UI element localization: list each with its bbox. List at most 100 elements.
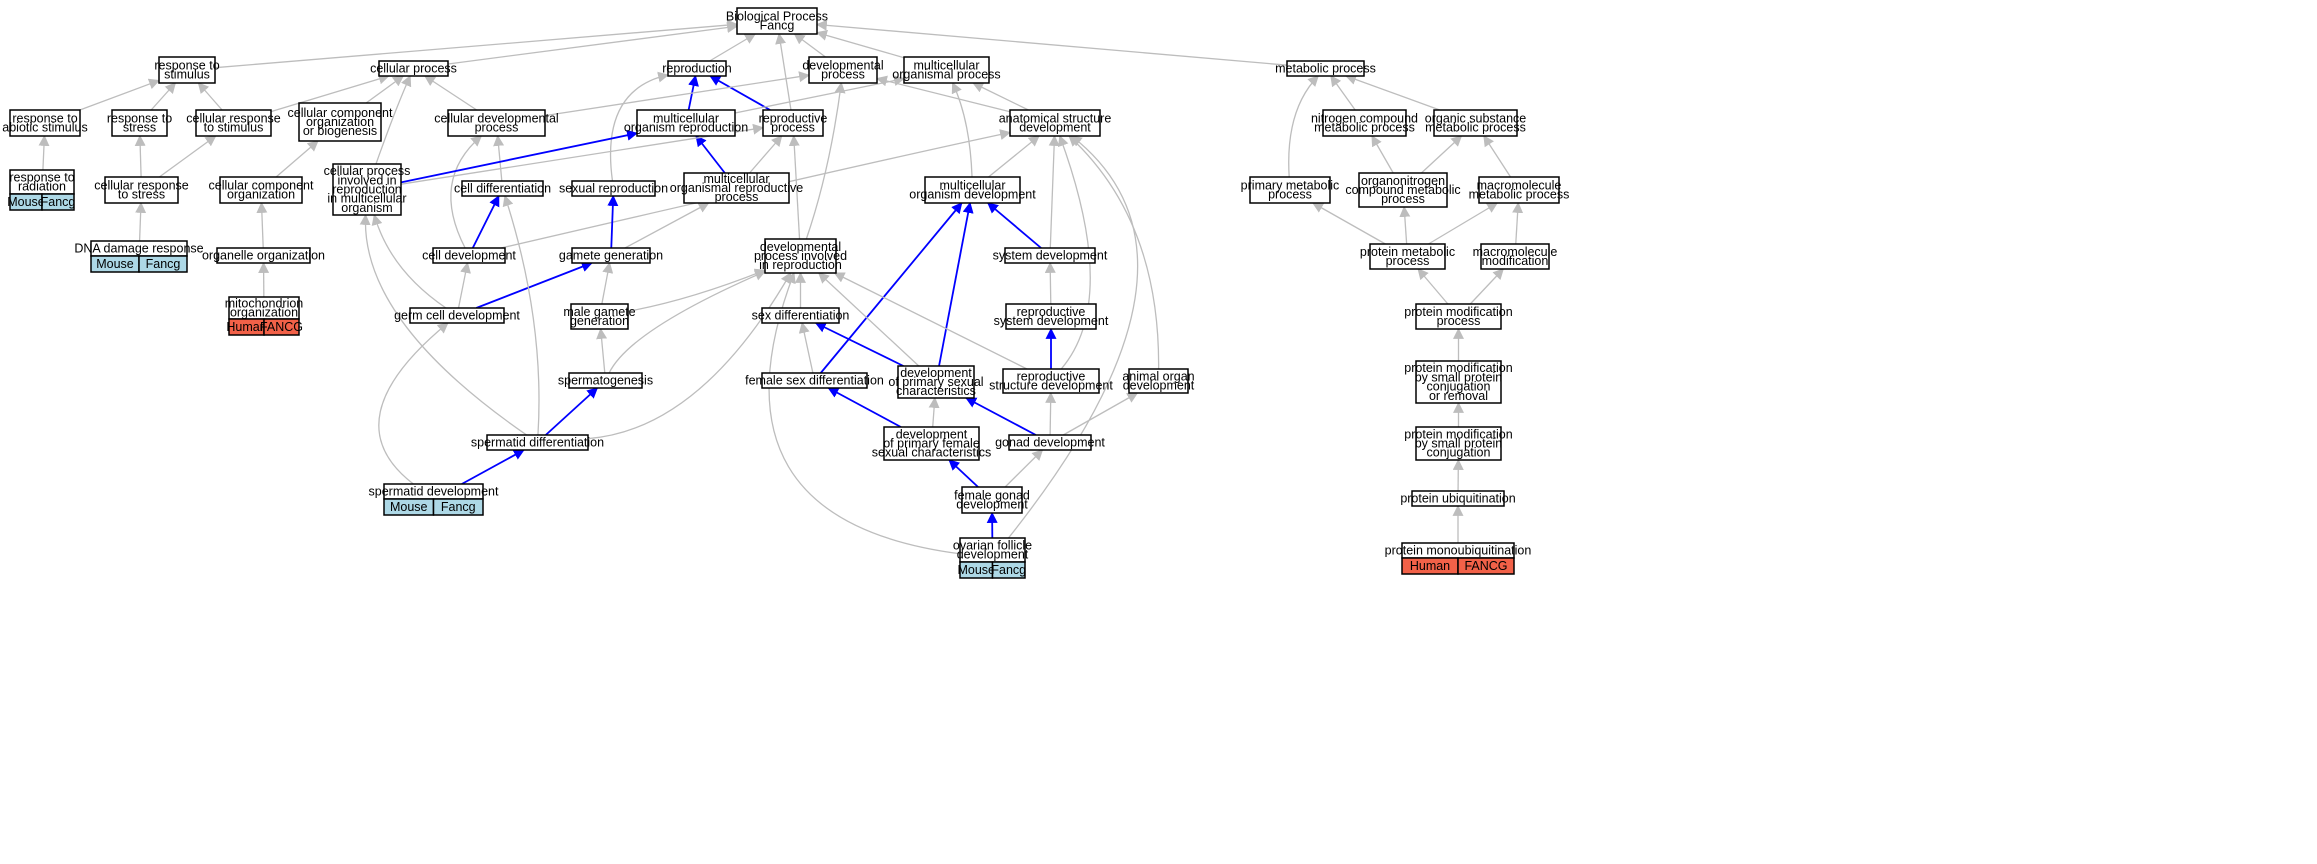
- gene-badge: [41, 193, 75, 211]
- edge-repro_proc-to-root: [775, 32, 792, 111]
- term-node-cell-proc[interactable]: cellular process: [370, 60, 457, 77]
- term-node-female-sex-diff[interactable]: female sex differentiation: [745, 372, 884, 389]
- edge-spermatid_diff-to-cell_proc_repro: [359, 213, 528, 436]
- edge-spermatid_dev-to-germ_cell_dev: [378, 322, 449, 485]
- gene-badge: [991, 561, 1026, 579]
- term-box: [571, 247, 651, 264]
- edge-cell_diff-to-cell_dev_proc: [493, 134, 505, 182]
- term-label-line: developmental: [802, 58, 883, 72]
- term-node-reproduction[interactable]: reproduction: [662, 60, 732, 77]
- term-box: [667, 60, 727, 77]
- edge-protein_mod_proc-to-protein_metab: [1417, 268, 1449, 305]
- term-label-line: development: [956, 498, 1028, 512]
- gene-badge: [432, 498, 484, 516]
- term-node-gonad-dev[interactable]: gonad development: [995, 434, 1105, 451]
- term-label-line: macromolecule: [1477, 178, 1562, 192]
- term-label-line: by small protein: [1415, 437, 1503, 451]
- edge-multi_org_repro_proc-to-repro_proc: [749, 135, 783, 174]
- species-label: Mouse: [957, 563, 995, 577]
- term-box: [570, 303, 629, 330]
- term-node-system-dev[interactable]: system development: [993, 247, 1108, 264]
- edge-cell_dev-to-cell_diff: [471, 195, 500, 249]
- term-node-sex-diff[interactable]: sex differentiation: [752, 307, 850, 324]
- term-box: [486, 434, 589, 451]
- term-node-gamete-gen[interactable]: gamete generation: [559, 247, 663, 264]
- edge-org_subst-to-metab: [1345, 74, 1440, 111]
- term-node-sexual-repro[interactable]: sexual reproduction: [559, 180, 668, 197]
- edge-male_gamete-to-gamete_gen: [601, 261, 614, 305]
- term-label-line: structure development: [989, 379, 1113, 393]
- term-label-line: process: [821, 68, 865, 82]
- term-node-cell-diff[interactable]: cell differentiation: [454, 180, 551, 197]
- term-node-cell-dev[interactable]: cell development: [422, 247, 516, 264]
- term-node-protein-ubiq[interactable]: protein ubiquitination: [1400, 490, 1516, 507]
- term-box: [1480, 243, 1550, 270]
- term-label-line: metabolic process: [1275, 62, 1376, 76]
- term-node-spermatid-diff[interactable]: spermatid differentiation: [471, 434, 604, 451]
- term-box: [378, 60, 449, 77]
- term-label-line: Fancg: [760, 19, 795, 33]
- edge-gamete_gen-to-multi_org_repro_proc: [624, 202, 710, 249]
- edge-female_gonad-to-dev_prim_female: [948, 459, 979, 488]
- edge-multi_org_dev-to-multi_proc: [951, 82, 973, 178]
- term-box: [219, 176, 303, 204]
- term-node-metab[interactable]: metabolic process: [1275, 60, 1376, 77]
- edge-gonad_dev-to-repro_struct_dev: [1045, 391, 1057, 436]
- gene-label: Fancg: [41, 195, 76, 209]
- term-box: [683, 172, 790, 204]
- term-node-germ-cell-dev[interactable]: germ cell development: [394, 307, 520, 324]
- term-node-spermatogenesis[interactable]: spermatogenesis: [558, 372, 653, 389]
- edge-spermatid_diff-to-spermatogenesis: [545, 387, 599, 436]
- edge-repro_sys_dev-to-system_dev: [1044, 261, 1056, 305]
- term-label-line: system development: [993, 249, 1108, 263]
- term-label-line: metabolic process: [1425, 121, 1526, 135]
- term-node-organelle-org[interactable]: organelle organization: [202, 247, 325, 264]
- term-box: [409, 307, 505, 324]
- edge-dev_prim_sex-to-dev_proc_repro: [817, 272, 920, 367]
- edge-protein_metab-to-macro_metab: [1428, 202, 1499, 245]
- gene-label: Fancg: [991, 563, 1026, 577]
- term-box: [1478, 176, 1560, 204]
